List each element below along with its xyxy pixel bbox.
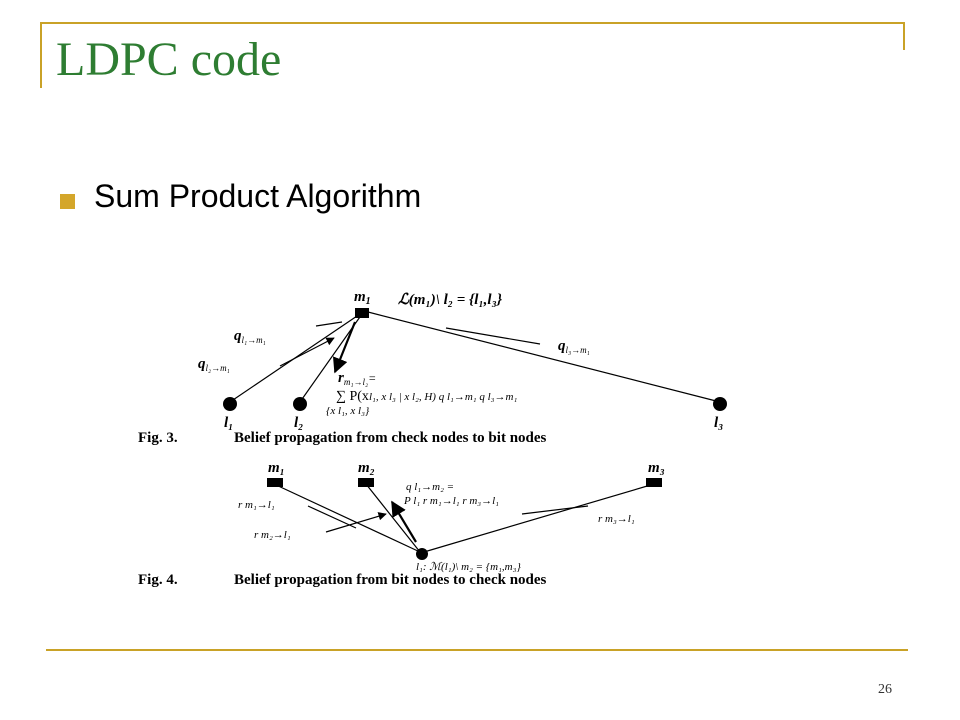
fig3-arrow-r-m1-l2 (332, 321, 357, 374)
fig3-bit-label-l1: l₁ (224, 415, 233, 431)
fig4-arrow-r-m3 (521, 505, 589, 515)
fig3-bit-node-l3 (713, 397, 727, 411)
fig4-msg-r1: r m₁→l₁ (238, 499, 275, 511)
fig3-edge-m1-l3 (367, 311, 721, 403)
fig4-bit-set-label: l₁: ℳ(l₁)\ m₂ = {m₁,m₃} (416, 561, 521, 573)
fig3-msg-q-l1: ql₁→m₁ (234, 328, 266, 345)
bullet-square-icon (60, 194, 75, 209)
right-frame-line (903, 22, 905, 50)
fig4-check-node-m1 (267, 478, 283, 487)
fig3-check-set-label: ℒ(m₁)\ l₂ = {l₁,l₃} (398, 292, 503, 308)
fig4-msg-r2: r m₂→l₁ (254, 529, 291, 541)
fig3-caption-label: Fig. 3. (138, 430, 178, 446)
fig4-arrow-r-m1 (307, 505, 357, 529)
fig4-edge-l1-m1 (273, 483, 421, 553)
fig4-check-node-m2 (358, 478, 374, 487)
fig3-arrow-q-l1 (315, 321, 343, 327)
fig4-bit-node-l1 (416, 548, 428, 560)
fig3-diagram: m1 ℒ(m₁)\ l₂ = {l₁,l₃} ql₁→m₁ ql₂→m₁ ql₃… (138, 289, 727, 446)
fig3-bit-node-l2 (293, 397, 307, 411)
fig3-arrow-q-l2 (279, 337, 335, 367)
fig4-msg-q: q l₁→m₂ = (406, 481, 454, 493)
left-frame-line (40, 22, 42, 88)
fig4-caption-text: Belief propagation from bit nodes to che… (234, 572, 547, 588)
fig3-sum-index: {x l₁, x l₃} (326, 405, 370, 417)
fig4-msg-p: P l₁ r m₁→l₁ r m₃→l₁ (403, 495, 499, 507)
fig3-sum-expression: ∑ P(xl₁, x l₃ | x l₂, H) q l₁→m₁ q l₃→m₁ (336, 389, 517, 404)
fig4-edge-l1-m3 (423, 483, 655, 553)
fig4-msg-r3: r m₃→l₁ (598, 513, 635, 525)
page-number: 26 (878, 682, 892, 697)
fig3-check-node-m1 (355, 308, 369, 318)
fig3-bit-node-l1 (223, 397, 237, 411)
fig4-edge-l1-m2 (365, 483, 421, 553)
fig3-msg-q-l3: ql₃→m₁ (558, 338, 590, 355)
fig3-arrow-q-l3 (445, 327, 541, 345)
bullet-text: Sum Product Algorithm (94, 178, 422, 214)
fig4-arrow-q-l1-m2 (391, 500, 417, 543)
slide-title: LDPC code (56, 33, 282, 86)
fig4-diagram: m₁ m₂ m₃ q l₁→m₂ = P l₁ r m₁→l₁ r m₃→l₁ … (138, 460, 665, 588)
fig4-check-label-m1: m₁ (268, 460, 285, 476)
footer-line (46, 649, 908, 651)
fig3-msg-r: rm₁→l₂= (338, 370, 376, 387)
fig3-caption-text: Belief propagation from check nodes to b… (234, 430, 547, 446)
fig3-check-node-label: m1 (354, 289, 371, 307)
fig4-caption-label: Fig. 4. (138, 572, 178, 588)
fig4-check-label-m3: m₃ (648, 460, 665, 476)
fig3-bit-label-l3: l₃ (714, 415, 723, 431)
top-frame-line (40, 22, 904, 24)
fig4-check-label-m2: m₂ (358, 460, 375, 476)
belief-propagation-figure: m1 ℒ(m₁)\ l₂ = {l₁,l₃} ql₁→m₁ ql₂→m₁ ql₃… (138, 289, 727, 588)
fig3-bit-label-l2: l₂ (294, 415, 303, 431)
fig4-arrow-r-m2 (325, 512, 387, 533)
fig3-msg-q-l2: ql₂→m₁ (198, 356, 230, 373)
fig4-check-node-m3 (646, 478, 662, 487)
